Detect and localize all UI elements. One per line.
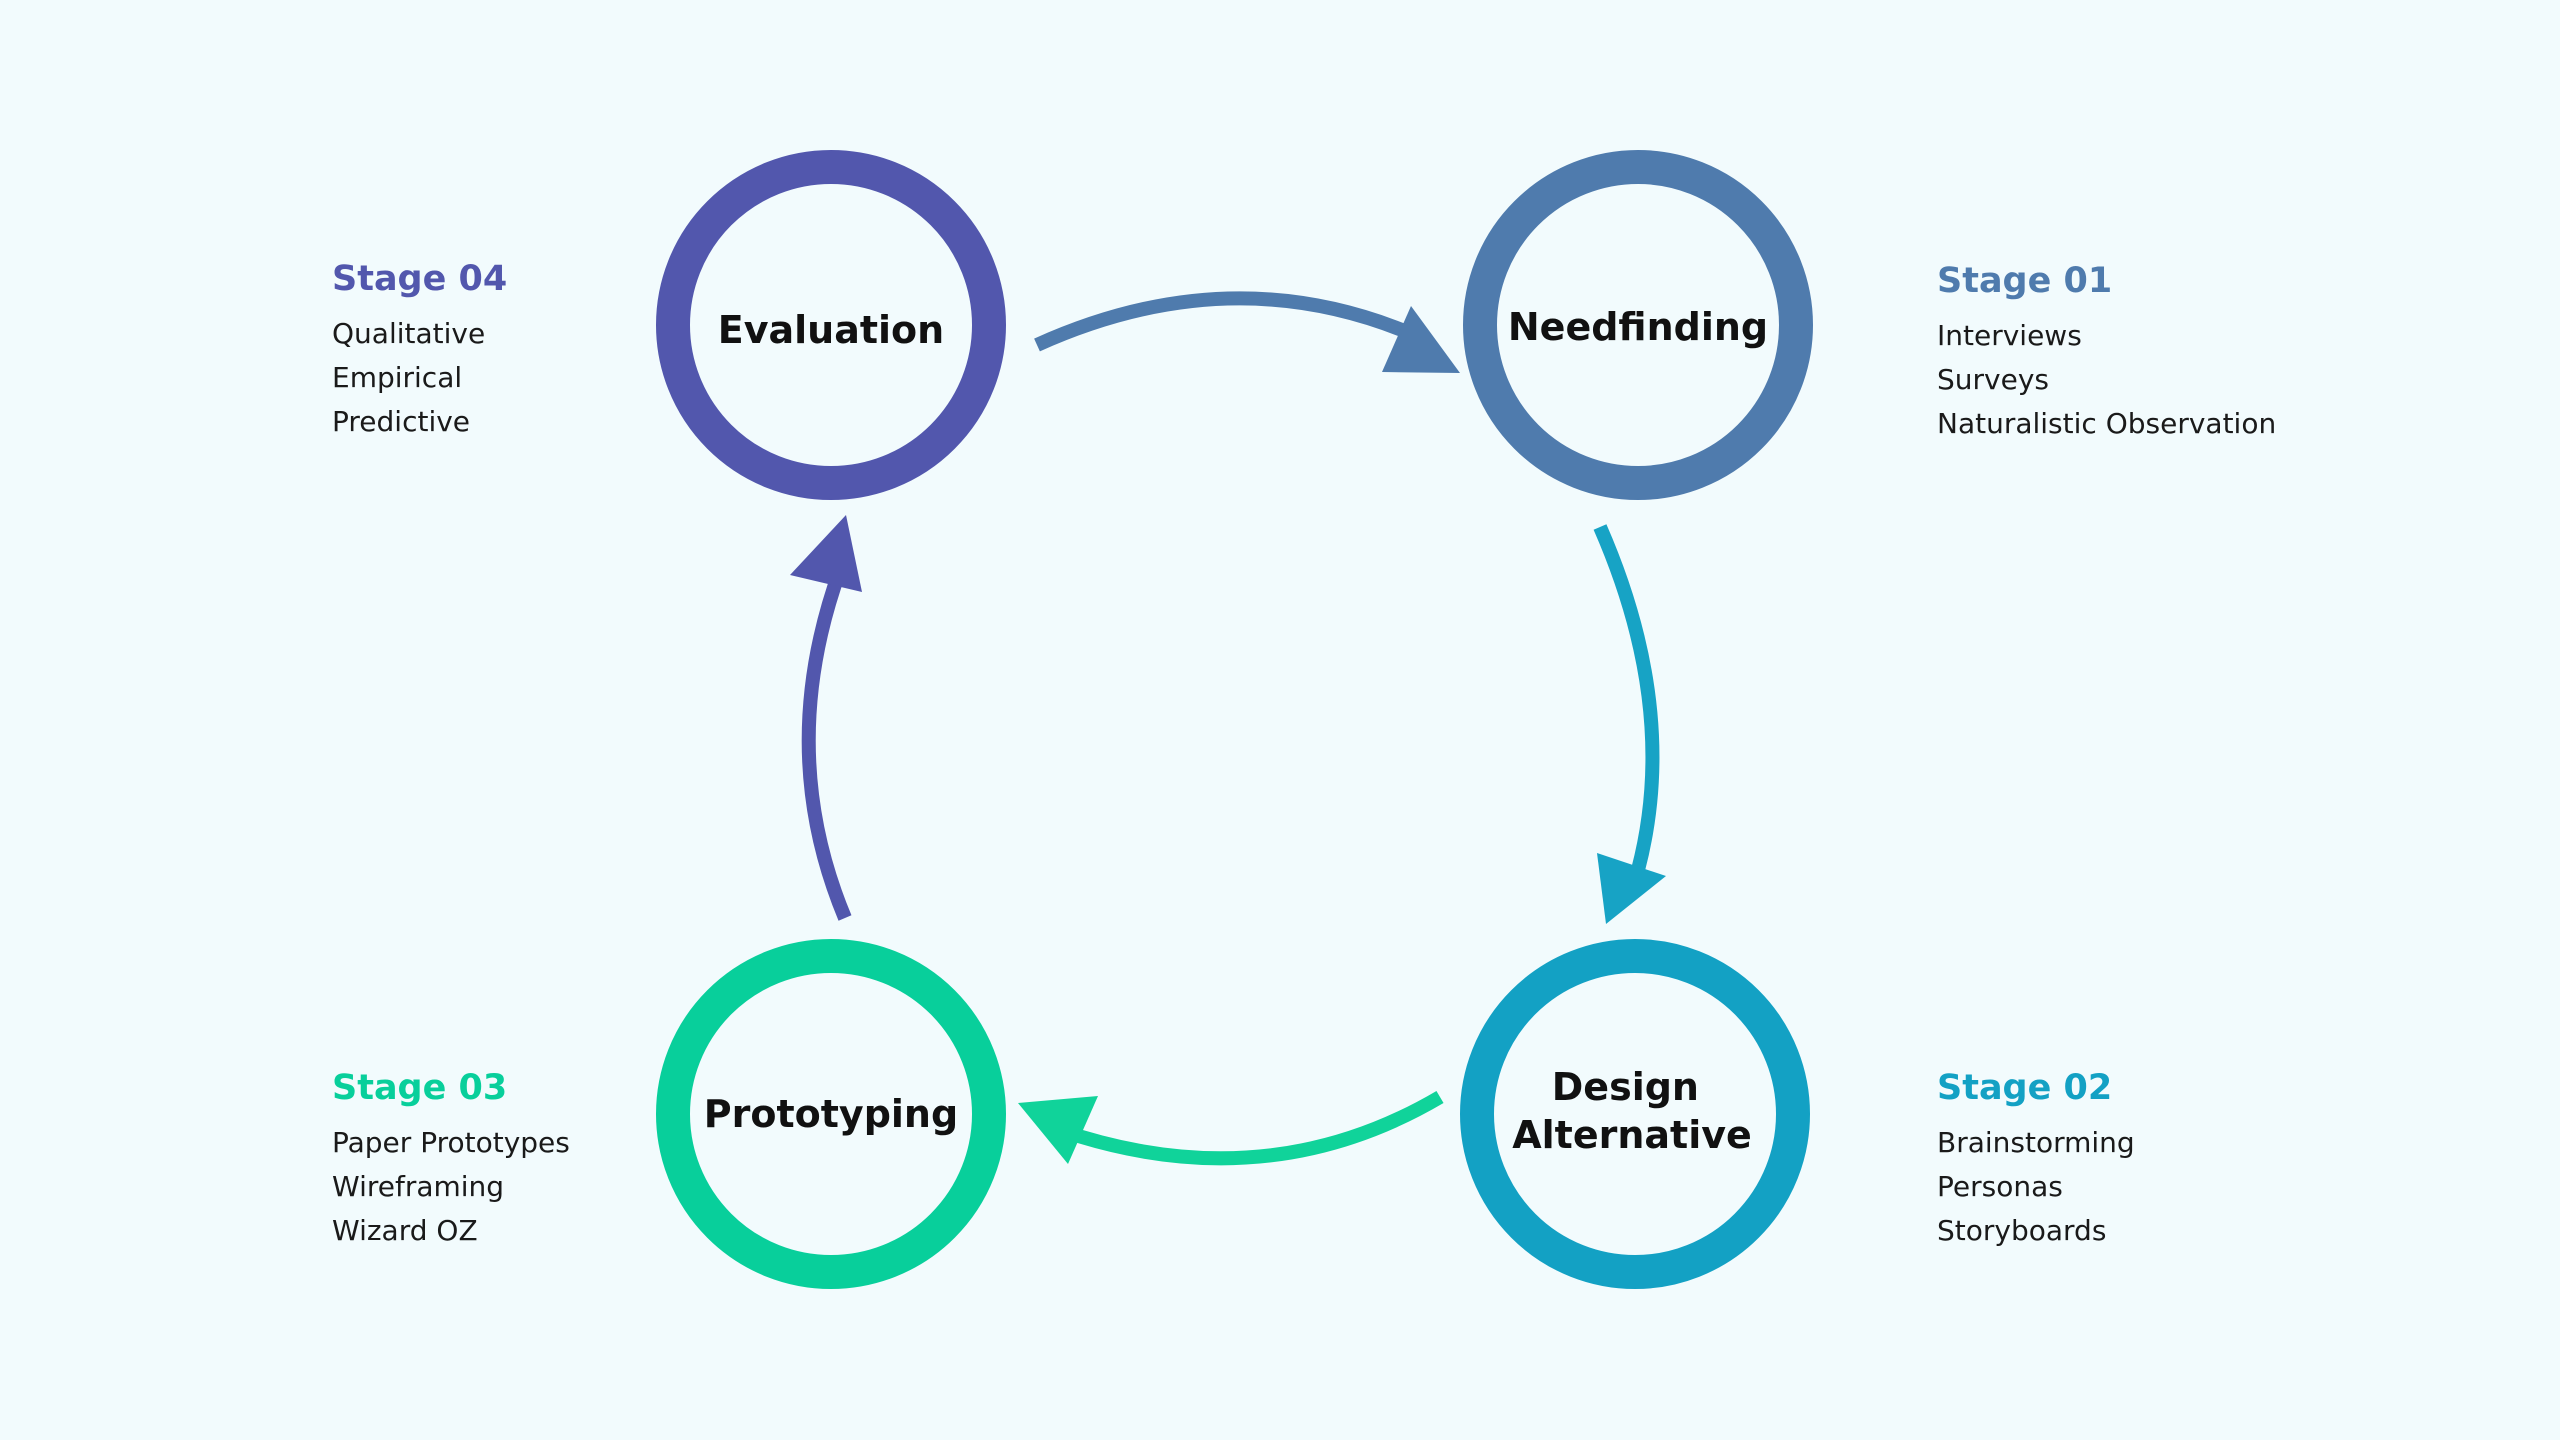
arrow-left-head: [790, 515, 862, 592]
stage-01-item: Interviews: [1937, 319, 2082, 352]
stage-01-panel: Stage 01 Interviews Surveys Naturalistic…: [1937, 260, 2497, 446]
arrow-evaluation-to-needfinding: [1034, 291, 1460, 373]
stage-03-item: Wireframing: [332, 1170, 505, 1203]
node-design-line-2: Alternative: [1512, 1113, 1752, 1157]
node-prototyping-line-1: Prototyping: [704, 1092, 958, 1136]
node-evaluation-line-1: Evaluation: [718, 308, 944, 352]
stage-04-item: Predictive: [332, 405, 471, 438]
arrow-top-head: [1382, 306, 1460, 373]
stage-03-item: Wizard OZ: [332, 1214, 478, 1247]
node-prototyping-ring: [656, 939, 1006, 1289]
stage-04-item: Empirical: [332, 361, 463, 394]
node-design-line-1: Design: [1552, 1065, 1699, 1109]
arrow-bottom-head: [1018, 1096, 1098, 1164]
node-needfinding-ring: [1463, 150, 1813, 500]
stage-04-panel: Stage 04 Qualitative Empirical Predictiv…: [332, 258, 892, 444]
arrow-bottom-shaft: [1057, 1090, 1444, 1166]
stage-03-item: Paper Prototypes: [332, 1126, 570, 1159]
arrow-needfinding-to-design: [1593, 524, 1666, 924]
node-prototyping: Prototyping: [656, 939, 1006, 1289]
stage-02-item: Storyboards: [1937, 1214, 2107, 1247]
node-evaluation-label: Evaluation: [718, 308, 944, 352]
node-evaluation-ring: [656, 150, 1006, 500]
arrow-prototyping-to-evaluation: [790, 515, 862, 921]
stage-01-heading: Stage 01: [1937, 261, 2113, 301]
stage-02-panel: Stage 02 Brainstorming Personas Storyboa…: [1937, 1067, 2497, 1253]
arrow-right-head: [1597, 853, 1666, 924]
stage-04-heading: Stage 04: [332, 259, 508, 299]
stage-02-heading: Stage 02: [1937, 1068, 2113, 1108]
arrow-left-shaft: [801, 567, 852, 921]
arrow-right-shaft: [1593, 524, 1660, 872]
stage-01-item: Naturalistic Observation: [1937, 407, 2277, 440]
node-design-ring: [1460, 939, 1810, 1289]
node-needfinding: Needfinding: [1463, 150, 1813, 500]
stage-02-item: Brainstorming: [1937, 1126, 2135, 1159]
node-design-alternative: Design Alternative: [1460, 939, 1810, 1289]
arrow-design-to-prototyping: [1018, 1090, 1444, 1166]
stage-02-item: Personas: [1937, 1170, 2063, 1203]
stage-03-panel: Stage 03 Paper Prototypes Wireframing Wi…: [332, 1067, 892, 1253]
stage-04-item: Qualitative: [332, 317, 486, 350]
node-prototyping-label: Prototyping: [704, 1092, 958, 1136]
node-needfinding-line-1: Needfinding: [1508, 305, 1768, 349]
node-design-label: Design Alternative: [1512, 1065, 1752, 1157]
node-evaluation: Evaluation: [656, 150, 1006, 500]
node-needfinding-label: Needfinding: [1508, 305, 1768, 349]
stage-03-heading: Stage 03: [332, 1068, 508, 1108]
stage-01-item: Surveys: [1937, 363, 2049, 396]
arrow-top-shaft: [1034, 291, 1405, 352]
